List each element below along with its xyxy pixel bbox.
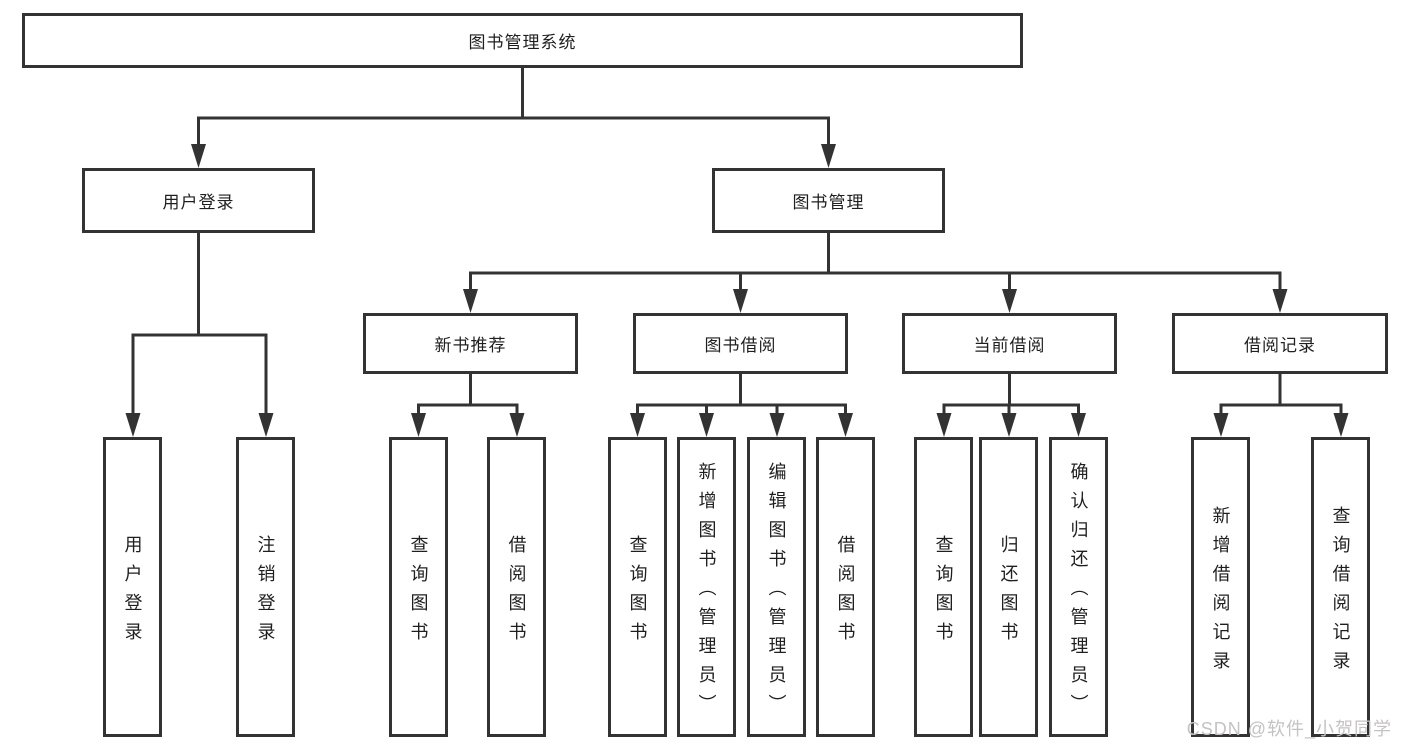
leaf-label: 查询图书: [933, 534, 954, 651]
node-library-management-system: 图书管理系统: [22, 13, 1023, 68]
node-label: 当前借阅: [973, 336, 1046, 355]
node-current-borrowing: 当前借阅: [902, 313, 1117, 374]
leaf-label: 新增借阅记录: [1210, 505, 1231, 680]
leaf-label: 编辑图书（管理员）: [766, 462, 787, 723]
leaf-label: 查询图书: [627, 534, 648, 651]
leaf-label: 确认归还（管理员）: [1068, 462, 1089, 723]
node-label: 用户登录: [162, 193, 235, 212]
leaf-query-books-recommend: 查询图书: [389, 437, 448, 737]
node-label: 图书借阅: [704, 336, 777, 355]
leaf-label: 查询借阅记录: [1330, 505, 1351, 680]
leaf-label: 用户登录: [122, 534, 143, 651]
leaf-logout: 注销登录: [236, 437, 295, 737]
leaf-label: 借阅图书: [506, 534, 527, 651]
leaf-label: 注销登录: [255, 534, 276, 651]
leaf-add-books-admin: 新增图书（管理员）: [677, 437, 736, 737]
leaf-label: 借阅图书: [835, 534, 856, 651]
leaf-add-borrow-record: 新增借阅记录: [1191, 437, 1250, 737]
leaf-confirm-return-admin: 确认归还（管理员）: [1049, 437, 1108, 737]
leaf-label: 查询图书: [408, 534, 429, 651]
leaf-label: 归还图书: [998, 534, 1019, 651]
node-book-management: 图书管理: [712, 168, 945, 233]
leaf-borrow-books-recommend: 借阅图书: [487, 437, 546, 737]
csdn-watermark: CSDN @软件_小贺同学: [1186, 719, 1392, 739]
leaf-edit-books-admin: 编辑图书（管理员）: [747, 437, 806, 737]
leaf-query-books-current: 查询图书: [914, 437, 973, 737]
leaf-borrow-books: 借阅图书: [816, 437, 875, 737]
node-borrowing-records: 借阅记录: [1172, 313, 1388, 374]
leaf-user-login: 用户登录: [103, 437, 162, 737]
node-label: 借阅记录: [1244, 336, 1316, 355]
leaf-label: 新增图书（管理员）: [696, 462, 717, 723]
node-label: 图书管理: [792, 193, 865, 212]
leaf-query-books-borrowing: 查询图书: [608, 437, 667, 737]
node-user-login: 用户登录: [82, 168, 315, 233]
node-book-borrowing: 图书借阅: [633, 313, 848, 374]
node-label: 图书管理系统: [468, 33, 577, 52]
node-label: 新书推荐: [434, 336, 507, 355]
node-new-book-recommend: 新书推荐: [363, 313, 578, 374]
leaf-return-books: 归还图书: [979, 437, 1038, 737]
leaf-query-borrow-record: 查询借阅记录: [1311, 437, 1370, 737]
